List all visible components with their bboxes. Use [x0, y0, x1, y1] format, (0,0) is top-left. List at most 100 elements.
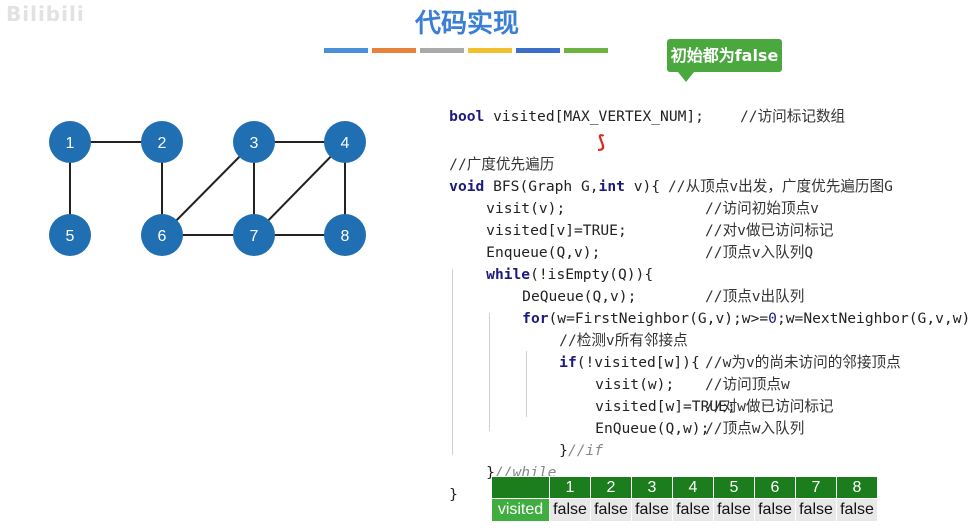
graph-node-label: 5: [66, 228, 75, 245]
code-text: ;w=NextNeighbor(G,v,w)): [776, 310, 970, 327]
visited-label: visited: [491, 498, 550, 522]
slide-title: 代码实现: [414, 9, 519, 39]
code-line-visited-decl: bool visited[MAX_VERTEX_NUM];//访问标记数组: [414, 84, 845, 125]
code-keyword: void: [449, 178, 485, 195]
code-line-comment: //广度优先遍历: [414, 132, 554, 173]
code-text: (!visited[w]){: [576, 354, 700, 371]
code-text: (!isEmpty(Q)){: [530, 266, 654, 283]
visited-index-cell: 2: [590, 476, 632, 499]
color-bar: [420, 48, 464, 53]
visited-index-cell: 7: [795, 476, 837, 499]
graph-node-circle: [141, 214, 183, 256]
graph-node-circle: [49, 121, 91, 163]
visited-value-cell: false: [631, 498, 673, 522]
indent-guide: [489, 313, 490, 431]
initial-false-callout: 初始都为false: [667, 39, 782, 82]
code-text: v){: [624, 178, 661, 195]
visited-index-cell: 6: [754, 476, 796, 499]
code-text: }: [559, 442, 568, 459]
decorative-color-bars: [324, 48, 608, 53]
watermark: Bilibili: [6, 2, 85, 26]
visited-index-cell: 8: [836, 476, 878, 499]
graph-node-2: 2: [141, 121, 183, 163]
code-text: visit(w);: [595, 376, 675, 393]
code-comment: //从顶点v出发，广度优先遍历图G: [668, 178, 893, 195]
code-text: visited[v]=TRUE;: [486, 222, 627, 239]
graph-edges: [69, 141, 346, 236]
code-comment: //顶点w入队列: [705, 420, 805, 437]
code-text: }: [486, 464, 495, 481]
visited-value-cell: false: [590, 498, 632, 522]
color-bar: [468, 48, 512, 53]
graph-node-label: 7: [250, 228, 259, 245]
code-line-close-func: }: [414, 462, 458, 503]
graph-node-label: 6: [158, 228, 167, 245]
cursor-mark: ⟆: [597, 132, 606, 153]
graph-node-circle: [49, 214, 91, 256]
code-comment: //顶点v出队列: [705, 288, 805, 305]
code-comment: //检测v所有邻接点: [559, 332, 688, 349]
code-keyword: while: [486, 266, 531, 283]
code-comment: //w为v的尚未访问的邻接顶点: [705, 354, 901, 371]
code-line-close-if: }//if: [524, 418, 603, 459]
code-line-comment: //检测v所有邻接点: [524, 308, 688, 349]
graph-node-label: 4: [341, 135, 350, 152]
code-line-if: if(!visited[w]){ //w为v的尚未访问的邻接顶点: [524, 330, 901, 371]
graph-nodes: 1 2 3 4 5 6 7 8: [49, 121, 366, 256]
code-text: EnQueue(Q,w);: [595, 420, 710, 437]
code-text: (w=FirstNeighbor(G,v);w>=: [548, 310, 769, 327]
indent-guide: [452, 269, 453, 455]
graph-node-6: 6: [141, 214, 183, 256]
code-comment: //对w做已访问标记: [705, 398, 834, 415]
code-line: visited[v]=TRUE; //对v做已访问标记: [451, 198, 833, 239]
code-text: }: [449, 486, 458, 503]
indent-guide: [526, 351, 527, 417]
visited-value-cell: false: [672, 498, 714, 522]
code-text: DeQueue(Q,v);: [522, 288, 637, 305]
graph-node-circle: [233, 121, 275, 163]
code-comment: //if: [567, 442, 604, 459]
visited-index-cell: 4: [672, 476, 714, 499]
visited-value-cell: false: [836, 498, 878, 522]
visited-value-cell: false: [713, 498, 755, 522]
code-comment: //广度优先遍历: [449, 156, 555, 173]
graph-edge-3-6: [161, 141, 255, 236]
code-line: visit(w); //访问顶点w: [560, 352, 790, 393]
graph-node-circle: [141, 121, 183, 163]
code-comment: //顶点v入队列Q: [705, 244, 814, 261]
code-comment: //对v做已访问标记: [705, 222, 834, 239]
graph-node-4: 4: [324, 121, 366, 163]
code-text: visited[w]=TRUE;: [595, 398, 736, 415]
code-comment: //访问初始顶点v: [705, 200, 819, 217]
graph-node-8: 8: [324, 214, 366, 256]
graph-node-3: 3: [233, 121, 275, 163]
graph-node-circle: [324, 214, 366, 256]
graph-node-7: 7: [233, 214, 275, 256]
code-number: 0: [768, 310, 777, 327]
graph-node-1: 1: [49, 121, 91, 163]
code-line: visited[w]=TRUE;//对w做已访问标记: [560, 374, 833, 415]
code-text: BFS(Graph G,: [484, 178, 599, 195]
color-bar: [516, 48, 560, 53]
visited-index-cell: 5: [713, 476, 755, 499]
code-keyword: int: [598, 178, 625, 195]
code-keyword: if: [559, 354, 577, 371]
visited-header-blank: [491, 476, 550, 499]
code-line-while: while(!isEmpty(Q)){: [451, 242, 653, 283]
code-comment: //访问顶点w: [705, 376, 790, 393]
code-text: Enqueue(Q,v);: [486, 244, 601, 261]
code-text: visit(v);: [486, 200, 566, 217]
graph-node-label: 1: [66, 135, 75, 152]
code-line: visit(v); //访问初始顶点v: [451, 176, 819, 217]
code-text: visited[MAX_VERTEX_NUM];: [484, 108, 704, 125]
graph-edge-4-7: [253, 141, 346, 236]
code-line: Enqueue(Q,v); //顶点v入队列Q: [451, 220, 813, 261]
color-bar: [564, 48, 608, 53]
code-line-for: for(w=FirstNeighbor(G,v);w>=0;w=NextNeig…: [487, 286, 970, 327]
visited-index-cell: 1: [549, 476, 591, 499]
code-line-close-while: }//while: [451, 440, 556, 481]
code-comment: //访问标记数组: [740, 108, 846, 125]
